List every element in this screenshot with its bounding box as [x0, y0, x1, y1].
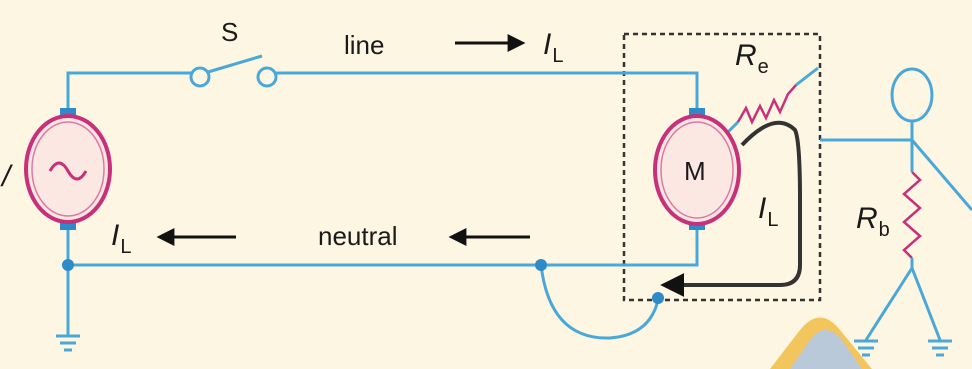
junction-dot-enclosure	[652, 292, 664, 304]
source-partial-label: /	[0, 160, 13, 193]
earth-resistor-lead-end	[795, 66, 819, 87]
motor-label: M	[684, 156, 706, 186]
decor-accent-shape-inner	[790, 330, 862, 369]
body-resistor-rb	[902, 171, 922, 259]
neutral-wire	[66, 228, 699, 267]
neutral-label: neutral	[318, 221, 398, 251]
earth-resistor-label: Re	[735, 39, 769, 78]
ac-sine-icon	[48, 161, 88, 181]
motor	[653, 108, 741, 230]
junction-dot-neutral	[535, 259, 547, 271]
ground-icon	[56, 334, 80, 352]
neutral-current-label: IL	[111, 219, 131, 258]
fault-current-label: IL	[758, 192, 778, 231]
motor-enclosure	[622, 32, 822, 302]
earth-resistor-lead	[726, 120, 740, 134]
switch-label: S	[221, 17, 238, 47]
fault-current-arrow	[660, 120, 802, 297]
switch-icon	[189, 54, 278, 88]
body-resistor-label: Rb	[856, 202, 890, 241]
junction-dot-source	[62, 259, 74, 271]
earth-resistor-re	[736, 84, 797, 125]
wires	[66, 66, 912, 340]
fault-path-wire	[539, 264, 660, 340]
ground-icon-right-foot	[928, 339, 952, 357]
line-wire-left	[66, 71, 192, 112]
line-label: line	[344, 30, 384, 60]
ac-source	[24, 108, 112, 230]
line-current-label: IL	[543, 28, 563, 67]
stick-figure-icon	[864, 67, 972, 341]
ground-icon-left-foot	[854, 339, 878, 357]
line-wire-right	[268, 71, 699, 112]
